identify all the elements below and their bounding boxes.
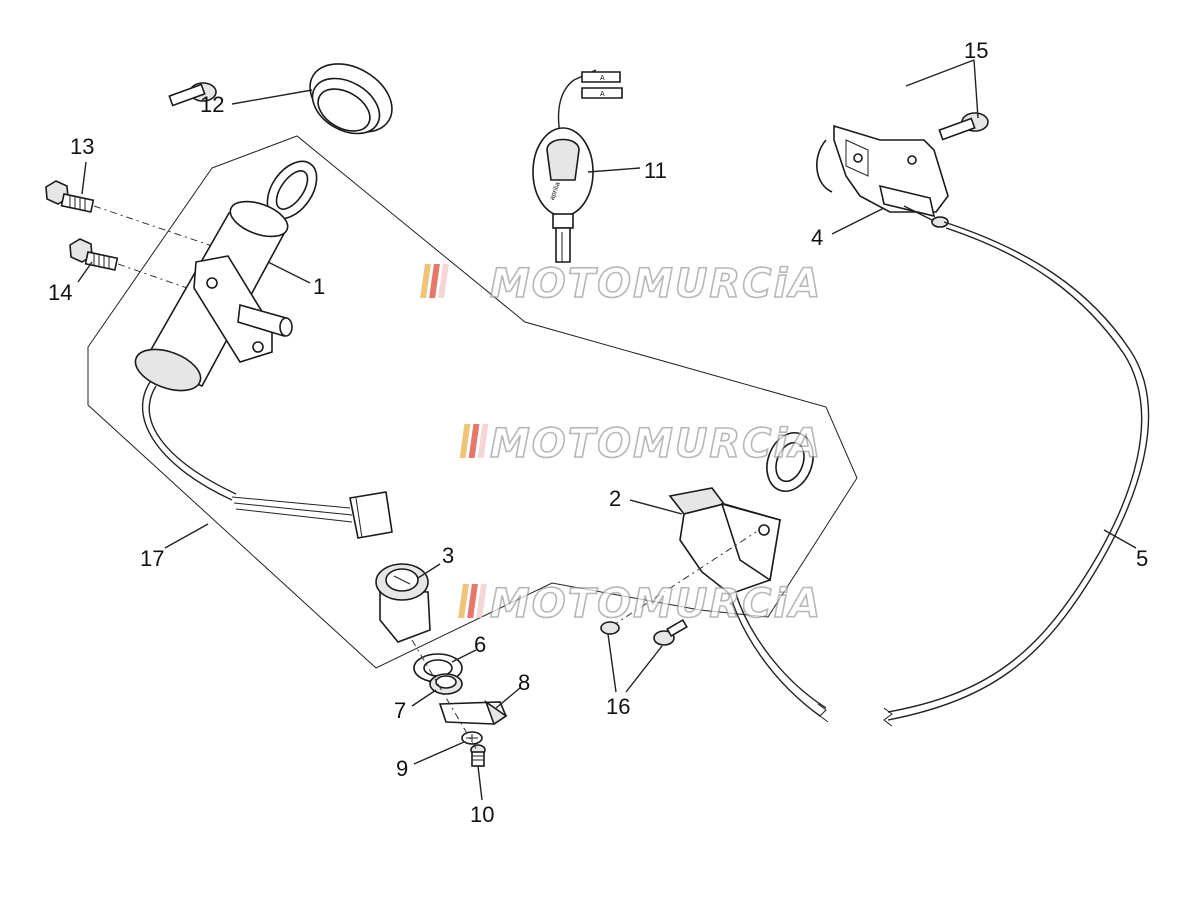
callout-6: 6: [474, 632, 486, 657]
kit-outline-17: [87, 135, 858, 669]
lock-barrel-part-3: [375, 563, 431, 643]
callout-5: 5: [1136, 546, 1148, 571]
callout-17: 17: [140, 546, 164, 571]
callout-8: 8: [518, 670, 530, 695]
grommet-part: [309, 63, 393, 135]
watermark-top: MOTOMURCiA: [420, 260, 822, 308]
watermark-text: MOTOMURCiA: [490, 261, 822, 307]
callout-9: 9: [396, 756, 408, 781]
switch-axis: [611, 531, 757, 627]
watermark-stripes: [458, 584, 487, 618]
svg-text:A: A: [600, 91, 605, 98]
seat-lock-part-1: [134, 160, 393, 539]
callout-4: 4: [811, 225, 823, 250]
watermark-text: MOTOMURCiA: [490, 581, 822, 627]
callout-16: 16: [606, 694, 630, 719]
screw-part-16: [600, 618, 688, 646]
callout-12: 12: [200, 92, 224, 117]
bolt-axis-13: [93, 205, 231, 253]
callout-1: 1: [313, 274, 325, 299]
watermark-text: MOTOMURCiA: [490, 421, 822, 467]
watermark-stripes: [420, 264, 449, 298]
lock-assembly-axis: [411, 639, 479, 753]
screw-part-10: [470, 744, 486, 767]
screw-part-15a: [168, 82, 217, 107]
callout-15: 15: [964, 38, 988, 63]
watermark-middle: MOTOMURCiA: [459, 420, 822, 468]
release-cable-part-5: [883, 221, 1150, 727]
screw-part-15b: [938, 112, 989, 141]
callout-13: 13: [70, 134, 94, 159]
callout-2: 2: [609, 486, 621, 511]
bolt-part-14: [69, 238, 119, 271]
svg-text:A: A: [600, 75, 605, 82]
leader-lines: [77, 59, 1137, 801]
callout-10: 10: [470, 802, 494, 827]
washer-part-9: [461, 731, 483, 745]
watermark-bottom: MOTOMURCiA: [458, 580, 822, 628]
spacer-part-7: [429, 673, 463, 695]
callout-14: 14: [48, 280, 72, 305]
callout-11: 11: [644, 158, 667, 183]
callout-3: 3: [442, 543, 454, 568]
ignition-switch-part-2: [668, 432, 829, 723]
ignition-key-part-11: A A aprilia: [532, 69, 623, 263]
bolt-part-13: [45, 180, 95, 213]
callout-7: 7: [394, 698, 406, 723]
watermark-stripes: [459, 424, 489, 458]
cam-lever-part-8: [438, 699, 508, 726]
seat-latch-part-4: [816, 124, 949, 228]
